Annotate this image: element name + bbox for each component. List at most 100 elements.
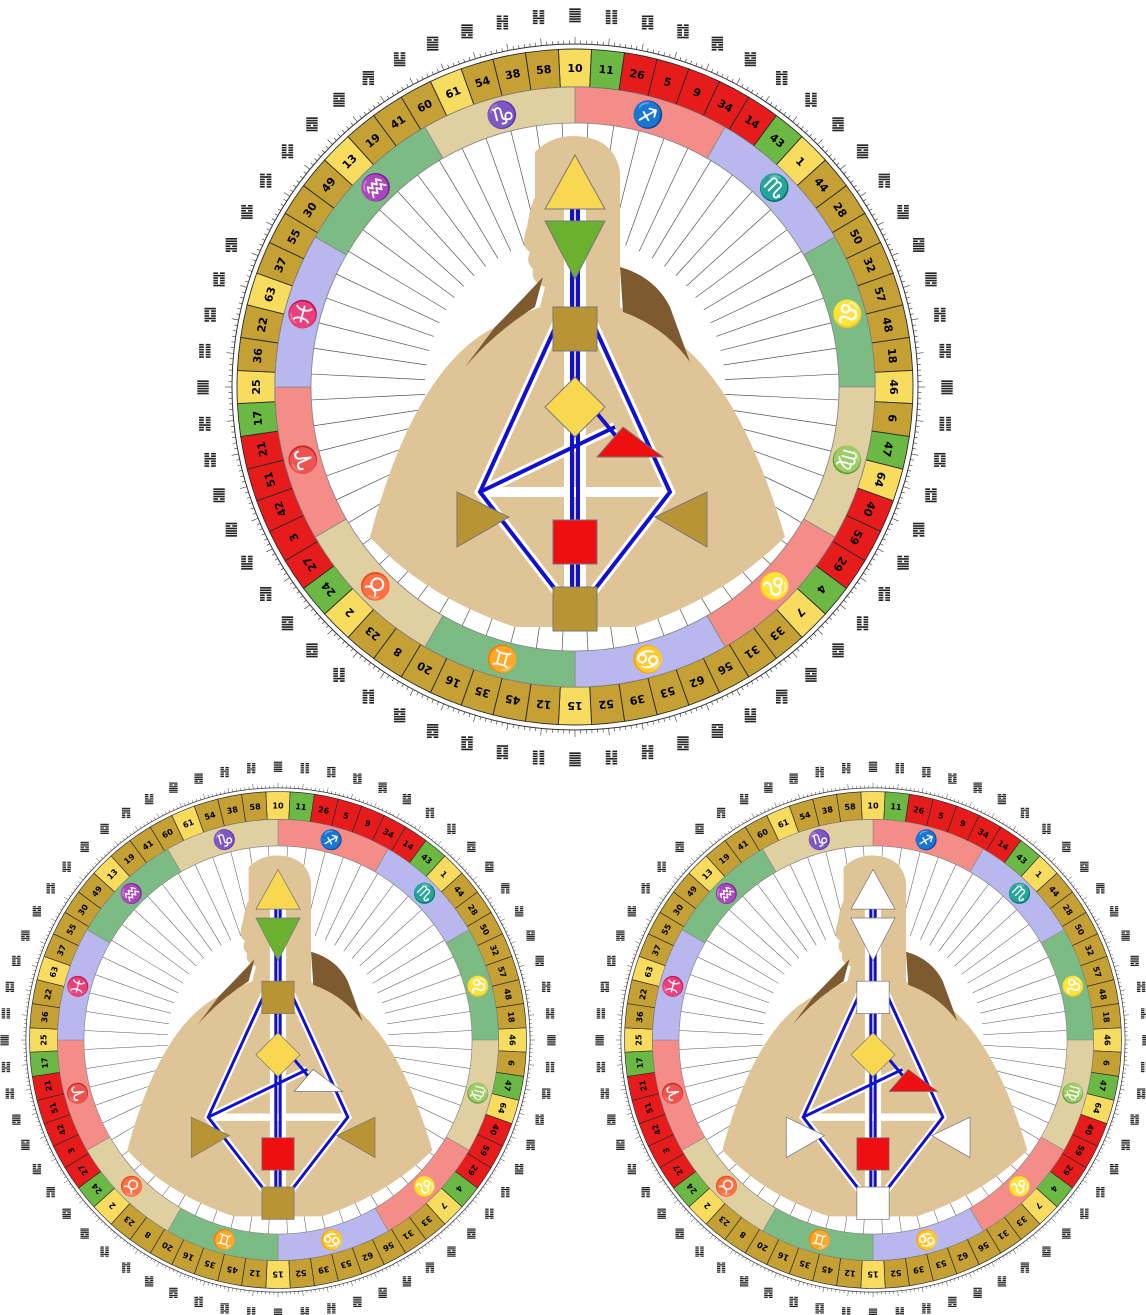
hexagram-icon [675, 1228, 683, 1238]
hexagram-icon [1142, 1035, 1146, 1045]
hexagram-icon [467, 842, 475, 852]
hexagram-icon [447, 1246, 455, 1256]
hexagram-icon [533, 751, 544, 765]
hexagram-icon [363, 71, 374, 85]
hexagram-icon [628, 1164, 636, 1174]
root-center [857, 1187, 889, 1219]
hexagram-icon [204, 308, 215, 322]
hexagram-icon [526, 930, 534, 940]
hexagram-icon [1062, 842, 1070, 852]
hexagram-icon [745, 52, 756, 66]
hexagram-icon [145, 794, 153, 804]
gate-number: 17 [251, 410, 265, 427]
hexagram-icon [260, 174, 271, 188]
gate-number: 58 [249, 801, 262, 812]
gate-number: 47 [1097, 1079, 1109, 1092]
hexagram-icon [403, 1276, 411, 1286]
hexagram-icon [879, 587, 890, 601]
gate-number: 58 [536, 63, 553, 77]
gate-number: 11 [295, 801, 308, 812]
hexagram-icon [1021, 808, 1029, 818]
hexagram-icon [378, 1288, 386, 1298]
hexagram-icon [0, 1035, 8, 1045]
hexagram-icon [869, 1309, 877, 1315]
sacral-center [262, 1138, 294, 1170]
hexagram-icon [1080, 1209, 1088, 1219]
hexagram-icon [607, 956, 615, 966]
hexagram-icon [869, 762, 877, 772]
hexagram-icon [220, 767, 228, 777]
hexagram-icon [857, 144, 868, 158]
hexagram-icon [657, 1209, 665, 1219]
hexagram-icon [897, 205, 908, 219]
hexagram-icon [33, 1164, 41, 1174]
gate-number: 46 [887, 379, 900, 395]
gate-number: 11 [890, 801, 903, 812]
hexagram-icon [998, 1276, 1006, 1286]
hexagram-icon [426, 808, 434, 818]
hexagram-icon [1110, 1164, 1118, 1174]
hexagram-icon [333, 93, 344, 107]
hexagram-icon [1141, 1062, 1146, 1072]
hexagram-icon [973, 1288, 981, 1298]
hexagram-icon [740, 1276, 748, 1286]
hexagram-icon [353, 1297, 361, 1307]
hexagram-icon [998, 794, 1006, 804]
hexagram-icon [776, 71, 787, 85]
hexagram-icon [1110, 906, 1118, 916]
hexagram-icon [226, 238, 237, 252]
hexagram-icon [46, 1187, 54, 1197]
hexagram-icon [695, 1246, 703, 1256]
hexagram-icon [740, 794, 748, 804]
hexagram-icon [497, 745, 508, 759]
hexagram-icon [282, 144, 293, 158]
hexagram-icon [306, 643, 317, 657]
hexagram-icon [403, 794, 411, 804]
hexagram-icon [641, 1187, 649, 1197]
hexagram-icon [501, 883, 509, 893]
hexagram-icon [100, 824, 108, 834]
gate-number: 47 [502, 1079, 514, 1092]
hexagram-icon [925, 488, 936, 502]
hexagram-icon [675, 842, 683, 852]
gate-number: 17 [39, 1057, 50, 1069]
hexagram-icon [641, 883, 649, 893]
hexagram-icon [21, 930, 29, 940]
hexagram-icon [922, 1303, 930, 1313]
hexagram-icon [274, 762, 282, 772]
gate-number: 15 [272, 1270, 284, 1280]
hexagram-icon [353, 773, 361, 783]
hexagram-icon [301, 763, 309, 773]
hexagram-icon [934, 453, 945, 467]
hexagram-icon [306, 117, 317, 131]
hexagram-icon [1121, 1140, 1129, 1150]
hexagram-icon [832, 117, 843, 131]
hexagram-icon [426, 1262, 434, 1272]
hexagram-icon [789, 1297, 797, 1307]
hexagram-icon [62, 1209, 70, 1219]
hexagram-icon [815, 767, 823, 777]
gate-number: 25 [633, 1034, 643, 1046]
hexagram-icon [1121, 930, 1129, 940]
hexagram-icon [913, 238, 924, 252]
gate-number: 18 [885, 348, 899, 365]
hexagram-icon [1137, 982, 1145, 992]
gate-number: 36 [634, 1011, 645, 1024]
gate-number: 12 [536, 697, 553, 711]
hexagram-icon [1130, 956, 1138, 966]
gate-number: 12 [249, 1268, 261, 1279]
hexagram-icon [213, 272, 224, 286]
hexagram-icon [1042, 824, 1050, 834]
hexagram-icon [842, 1307, 850, 1315]
hexagram-icon [606, 751, 617, 765]
hexagram-icon [327, 1303, 335, 1313]
hexagram-icon [485, 862, 493, 872]
hexagram-icon [815, 1303, 823, 1313]
hexagram-icon [80, 1228, 88, 1238]
hexagram-icon [533, 10, 544, 24]
hexagram-icon [46, 883, 54, 893]
hexagram-icon [204, 453, 215, 467]
hexagram-icon [194, 773, 202, 783]
gate-number: 22 [42, 988, 54, 1001]
hexagram-icon [301, 1307, 309, 1315]
